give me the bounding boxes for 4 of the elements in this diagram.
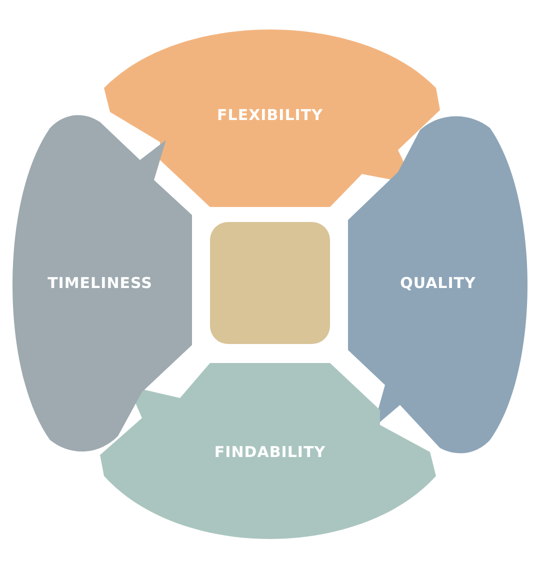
segment-label: TIMELINESS (48, 274, 152, 292)
segment-label: QUALITY (400, 274, 476, 292)
segment-label: FLEXIBILITY (217, 106, 323, 124)
segment-label: FINDABILITY (214, 443, 326, 461)
